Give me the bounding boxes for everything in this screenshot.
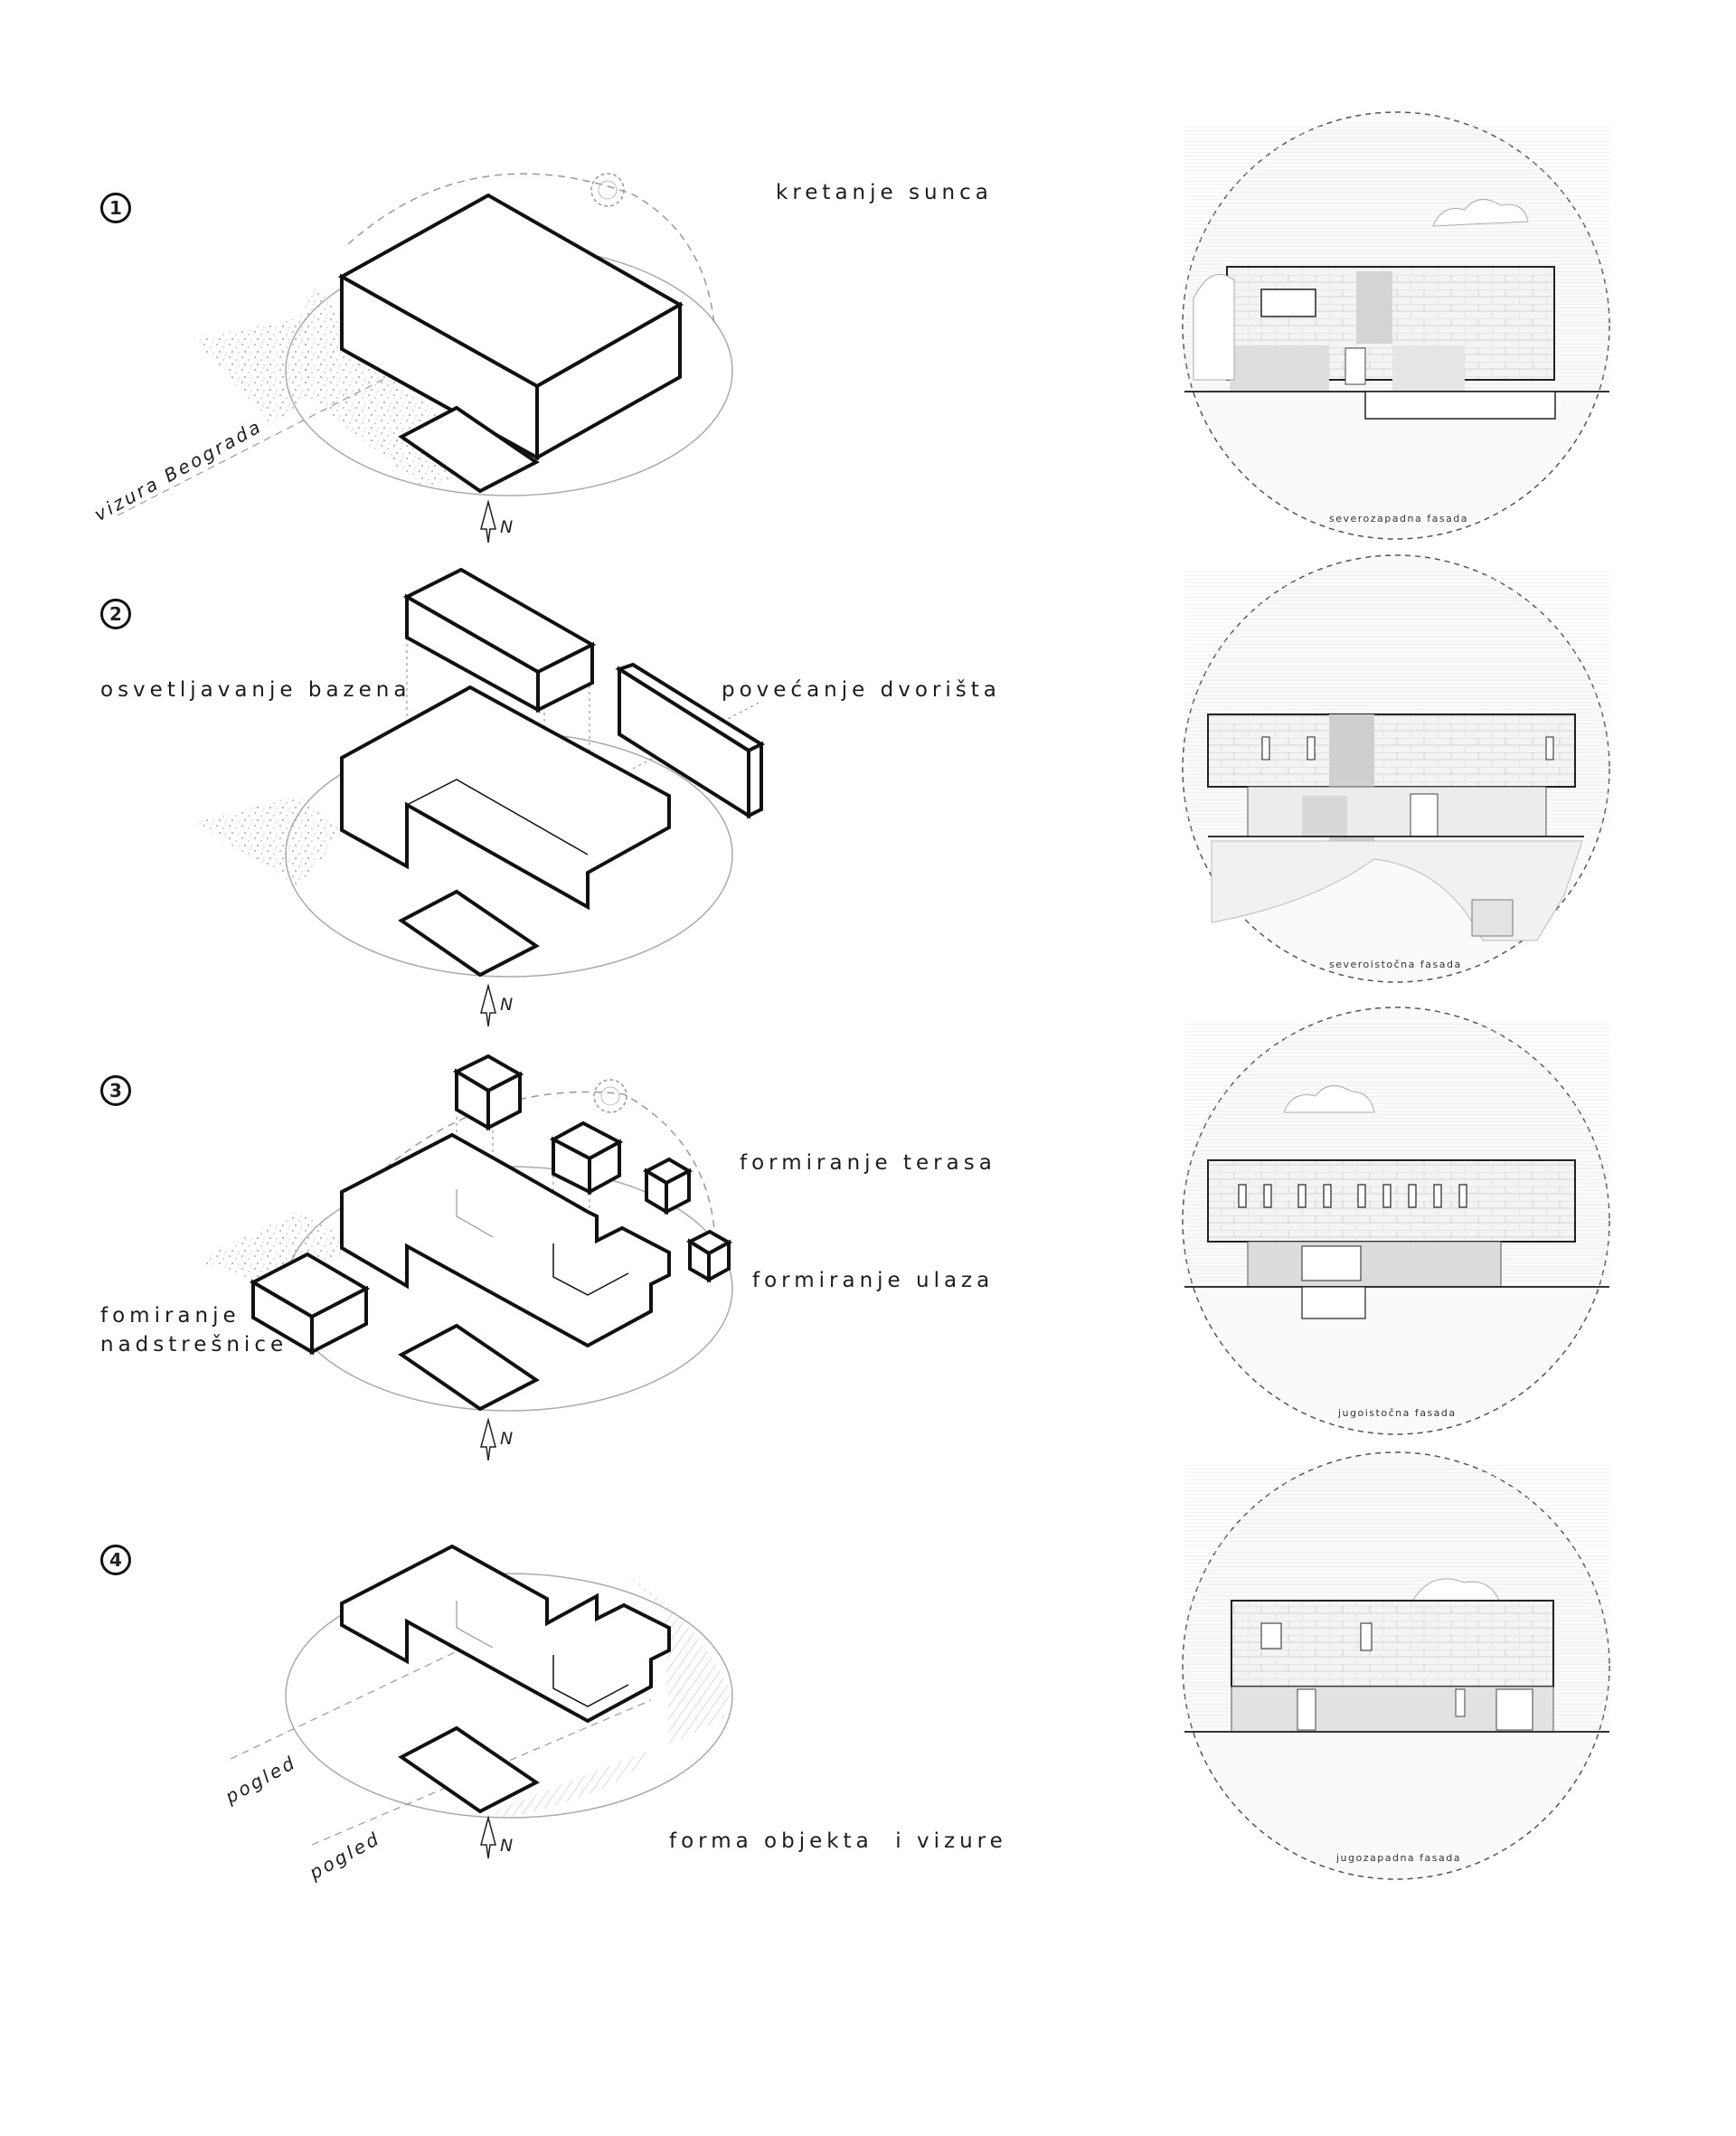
step-number-4: 4: [100, 1545, 131, 1575]
facade-label-4: jugozapadna fasada: [1336, 1852, 1461, 1864]
label-fomiranje: fomiranje: [100, 1304, 241, 1328]
diagram-3: [194, 1054, 733, 1461]
facade-label-1: severozapadna fasada: [1329, 513, 1469, 525]
label-kretanje-sunca: kretanje sunca: [776, 181, 993, 204]
facade-roundel-3: [1182, 1007, 1610, 1435]
step-number-1: 1: [100, 193, 131, 223]
north-label-3: N: [500, 1429, 514, 1449]
step-number-3: 3: [100, 1075, 131, 1106]
north-label-2: N: [500, 995, 514, 1015]
diagram-2: [194, 567, 766, 1027]
step-number-2: 2: [100, 599, 131, 629]
label-nadstresnice: nadstrešnice: [100, 1333, 288, 1356]
facade-label-2: severoistočna fasada: [1329, 959, 1462, 970]
label-povecanje-dvorista: povećanje dvorišta: [722, 678, 1001, 702]
label-osvetljavanje-bazena: osvetljavanje bazena: [100, 678, 411, 702]
facade-label-3: jugoistočna fasada: [1338, 1407, 1457, 1419]
diagram-4: [230, 1544, 733, 1859]
facade-roundel-1: [1182, 111, 1610, 540]
facade-roundel-4: [1182, 1451, 1610, 1880]
label-formiranje-terasa: formiranje terasa: [740, 1151, 996, 1175]
label-formiranje-ulaza: formiranje ulaza: [752, 1269, 995, 1292]
north-label-1: N: [500, 517, 514, 537]
facade-roundel-2: [1182, 554, 1610, 983]
label-forma-objekta-i-vizure: forma objekta i vizure: [669, 1829, 1007, 1853]
north-label-4: N: [500, 1836, 514, 1856]
diagram-1: [117, 173, 733, 543]
